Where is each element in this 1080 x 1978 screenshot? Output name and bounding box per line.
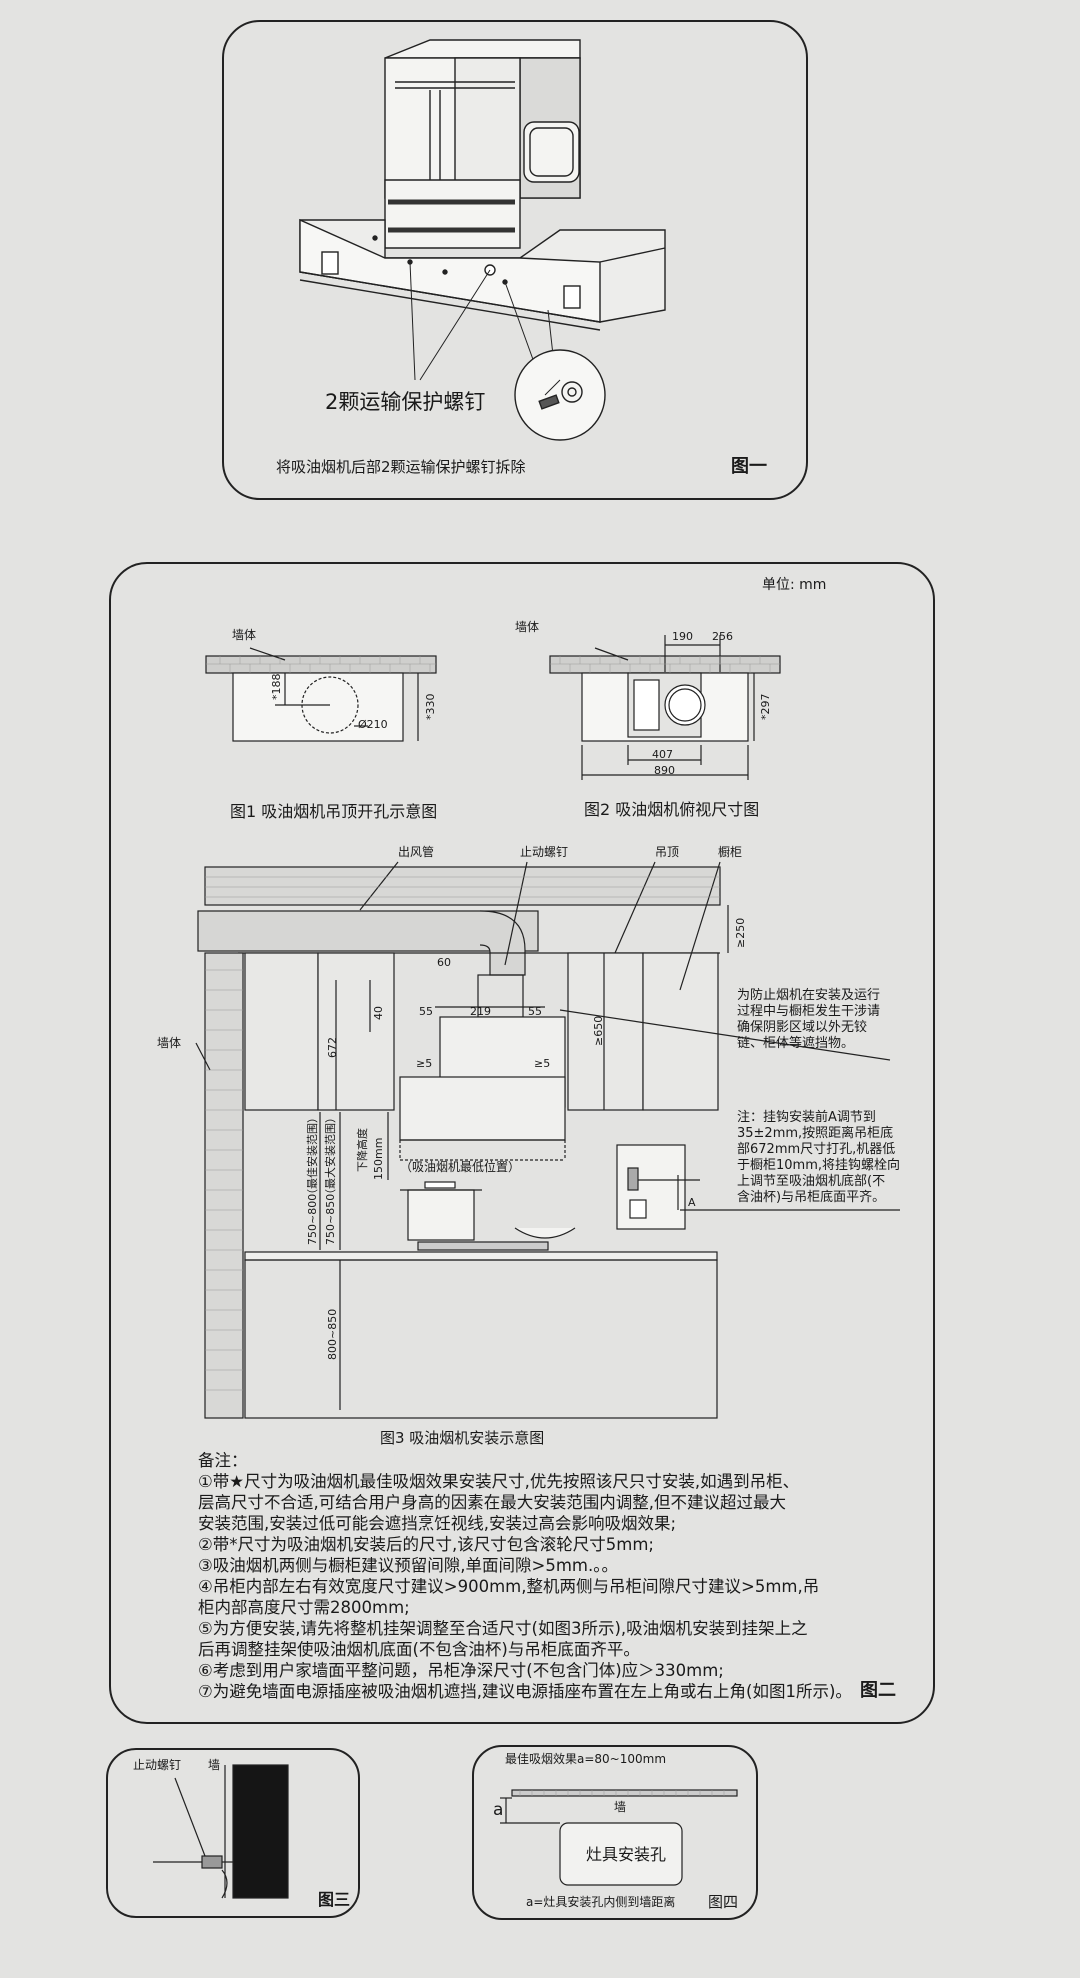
figure-2-panel — [109, 562, 935, 1724]
range-hood-isometric-drawing — [299, 39, 666, 441]
note-right-line: 链、柜体等遮挡物。 — [737, 1036, 855, 1051]
note-hook-line: 含油杯)与吊柜底面平齐。 — [737, 1190, 886, 1205]
d2-caption: 图2 吸油烟机俯视尺寸图 — [584, 800, 760, 819]
d3-duct-label: 出风管 — [398, 845, 435, 859]
d3-gap-left: ≥5 — [416, 1057, 433, 1070]
remarks-line: 安装范围,安装过低可能会遮挡烹饪视线,安装过高会影响吸烟效果; — [198, 1514, 677, 1533]
d3-dim-55a: 55 — [419, 1005, 433, 1018]
note-hook-line: 注：挂钩安装前A调节到 — [737, 1110, 876, 1125]
d3-label-a: A — [688, 1196, 696, 1209]
note-right-line: 过程中与橱柜发生干涉请 — [737, 1004, 881, 1019]
d2-wall-label: 墙体 — [515, 620, 540, 634]
remarks-line: ⑤为方便安装,请先将整机挂架调整至合适尺寸(如图3所示),吸油烟机安装到挂架上之 — [198, 1619, 808, 1638]
remarks-line: 层高尺寸不合适,可结合用户身高的因素在最大安装范围内调整,但不建议超过最大 — [198, 1493, 786, 1512]
remarks-block: 备注： ①带★尺寸为吸油烟机最佳吸烟效果安装尺寸,优先按照该尺只寸安装,如遇到吊… — [198, 1450, 852, 1702]
install-diagram-drawing — [195, 861, 900, 1419]
note-hook: 注：挂钩安装前A调节到 35±2mm,按照距离吊柜底 部672mm尺寸打孔,机器… — [737, 1110, 900, 1206]
fig4-wall-label: 墙 — [614, 1800, 627, 1814]
fig4-hole-label: 灶具安装孔 — [586, 1845, 667, 1864]
top-view-drawing — [549, 635, 781, 780]
d3-caption-visible: 图3 吸油烟机安装示意图 — [380, 1429, 545, 1447]
note-right-line: 为防止烟机在安装及运行 — [737, 988, 881, 1003]
d3-dim-219: 219 — [470, 1005, 491, 1018]
fig4-best-label: 最佳吸烟效果a=80~100mm — [505, 1752, 667, 1766]
d3-dim-55b: 55 — [528, 1005, 542, 1018]
ceiling-hole-drawing — [205, 647, 437, 742]
d1-dim-phi: Ø210 — [358, 718, 388, 731]
d3-gap-right: ≥5 — [534, 1057, 551, 1070]
remarks-line: 备注： — [198, 1451, 248, 1470]
d3-stop-screw-label: 止动螺钉 — [520, 845, 569, 859]
d3-wall-label: 墙体 — [157, 1036, 182, 1050]
fig3-wall-label: 墙 — [208, 1758, 221, 1772]
d2-dim-190: 190 — [672, 630, 693, 643]
remarks-line: ④吊柜内部左右有效宽度尺寸建议>900mm,整机两侧与吊柜间隙尺寸建议>5mm,… — [198, 1577, 820, 1596]
figure-2-tag: 图二 — [860, 1680, 896, 1701]
d3-cabinet-label: 橱柜 — [718, 845, 743, 859]
note-right-cabinet: 为防止烟机在安装及运行 过程中与橱柜发生干涉请 确保阴影区域以外无铰 链、柜体等… — [737, 988, 880, 1052]
d1-caption: 图1 吸油烟机吊顶开孔示意图 — [230, 802, 438, 821]
note-hook-line: 上调节至吸油烟机底部(不 — [737, 1174, 886, 1189]
figure-4-tag: 图四 — [708, 1893, 739, 1911]
note-hook-line: 35±2mm,按照距离吊柜底 — [737, 1126, 894, 1141]
remarks-line: ⑦为避免墙面电源插座被吸油烟机遮挡,建议电源插座布置在左上角或右上角(如图1所示… — [198, 1682, 852, 1701]
d3-ceiling-label: 吊顶 — [655, 845, 680, 859]
fig4-label-a: a — [493, 1800, 504, 1820]
unit-label: 单位: mm — [762, 577, 827, 593]
d3-dim-60: 60 — [437, 956, 451, 969]
screw-label: 2颗运输保护螺钉 — [325, 390, 486, 414]
remarks-line: ⑥考虑到用户家墙面平整问题，吊柜净深尺寸(不包含门体)应＞330mm; — [198, 1661, 724, 1680]
remarks-line: 后再调整挂架使吸油烟机底面(不包含油杯)与吊柜底面齐平。 — [198, 1640, 640, 1659]
figure-1-tag: 图一 — [731, 456, 767, 477]
note-hook-line: 于橱柜10mm,将挂钩螺栓向 — [737, 1158, 901, 1173]
remarks-line: 柜内部高度尺寸需2800mm; — [198, 1598, 410, 1617]
remarks-line: ②带*尺寸为吸油烟机安装后的尺寸,该尺寸包含滚轮尺寸5mm; — [198, 1535, 654, 1554]
note-hook-line: 部672mm尺寸打孔,机器低 — [737, 1142, 896, 1157]
d2-dim-256: 256 — [712, 630, 733, 643]
remarks-line: ③吸油烟机两侧与橱柜建议预留间隙,单面间隙>5mm.。。 — [198, 1556, 619, 1575]
remarks-line: ①带★尺寸为吸油烟机最佳吸烟效果安装尺寸,优先按照该尺只寸安装,如遇到吊柜、 — [198, 1472, 800, 1491]
figure-3-tag: 图三 — [318, 1890, 351, 1909]
figure-1-caption: 将吸油烟机后部2颗运输保护螺钉拆除 — [276, 458, 526, 476]
note-right-line: 确保阴影区域以外无铰 — [737, 1020, 868, 1035]
fig4-caption: a=灶具安装孔内侧到墙距离 — [526, 1895, 676, 1909]
d2-dim-407: 407 — [652, 748, 673, 761]
d2-dim-890: 890 — [654, 764, 675, 777]
fig3-stop-screw-label: 止动螺钉 — [133, 1758, 182, 1772]
d3-lowest-pos: （吸油烟机最低位置） — [400, 1160, 521, 1174]
d1-wall-label: 墙体 — [232, 628, 257, 642]
